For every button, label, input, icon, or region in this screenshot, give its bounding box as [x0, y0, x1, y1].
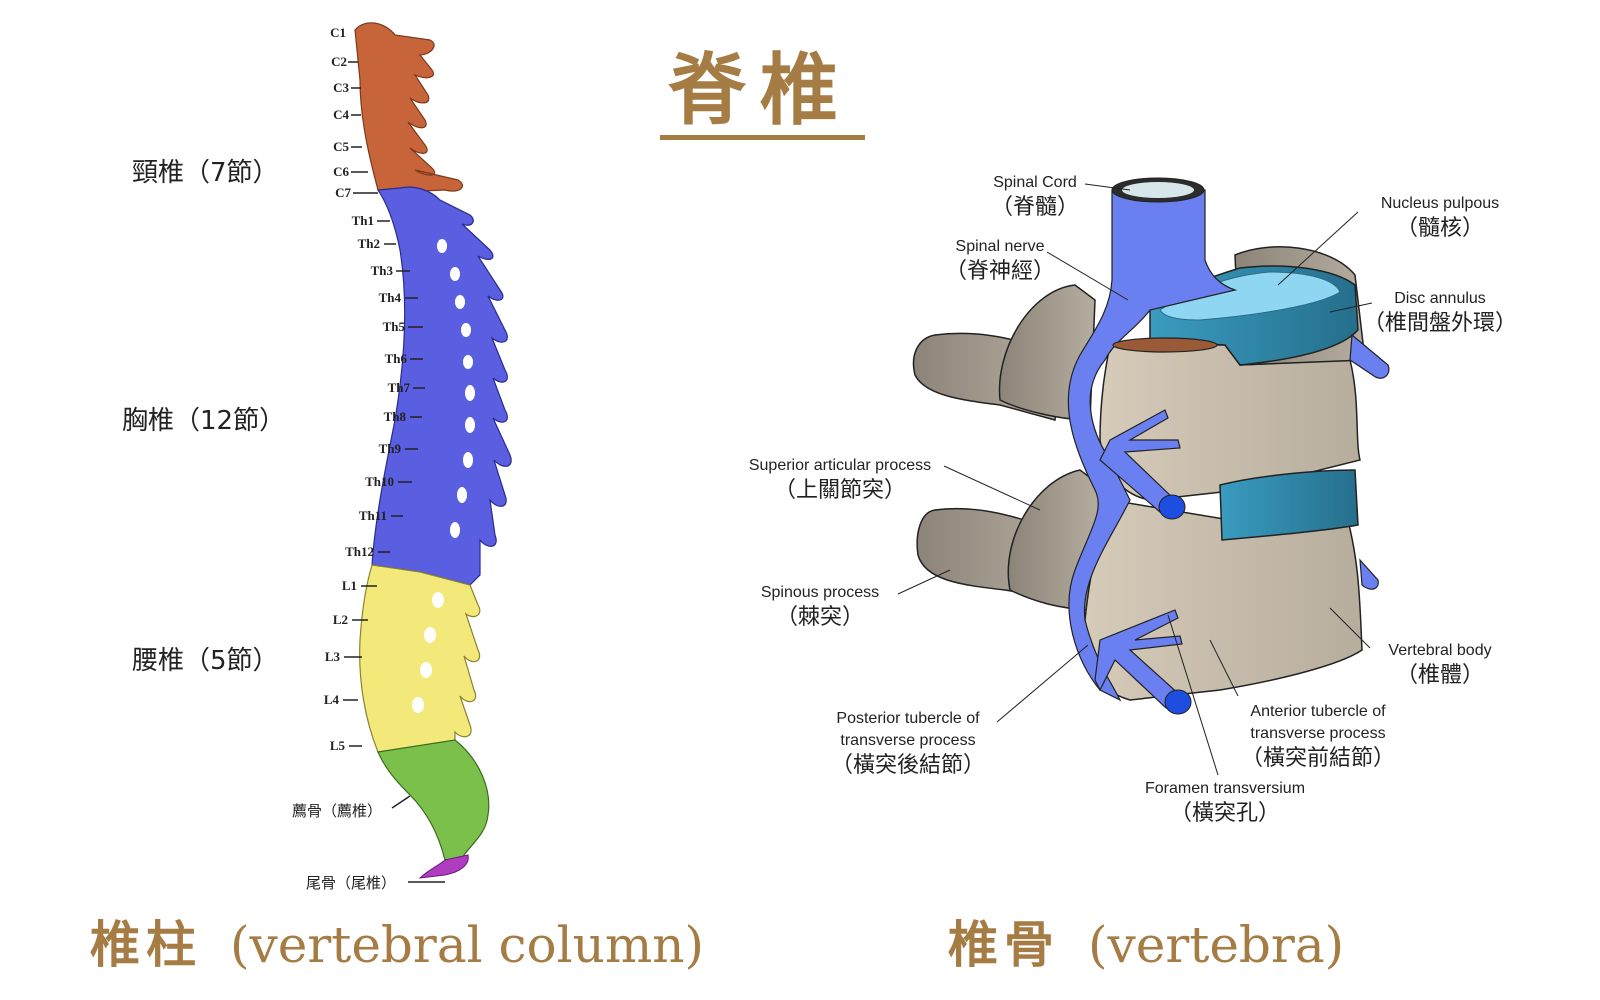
annotation-en2: transverse process [1250, 725, 1386, 742]
intervertebral-foramina [412, 239, 475, 713]
vertebra-label: C6 [333, 164, 349, 179]
annotation-spinal-nerve: Spinal nerve （脊神經） [935, 236, 1065, 286]
foramen-transversarium-lower [1164, 689, 1192, 715]
annotation-en: Vertebral body [1388, 642, 1492, 659]
annotation-zh: （棘突） [775, 605, 864, 630]
vertebra-label: C4 [333, 107, 349, 122]
vertebra-label: Th4 [378, 290, 401, 305]
vertebra-label: Th10 [365, 474, 394, 489]
annotation-en2: transverse process [840, 732, 976, 749]
caption-vertebra: 椎骨 (vertebra) [948, 905, 1344, 977]
annotation-en: Spinal Cord [993, 174, 1077, 191]
caption-vertebra-cjk: 椎骨 [948, 915, 1060, 974]
coccyx-label: 尾骨（尾椎） [306, 874, 397, 892]
foramen-transversarium-upper [1158, 494, 1186, 520]
annotation-posterior-tubercle: Posterior tubercle of transverse process… [818, 708, 998, 780]
vertebra-label: Th7 [387, 380, 410, 395]
annotation-leader-lines [897, 183, 1373, 776]
annotation-zh: （上關節突） [773, 478, 906, 503]
title-underline [660, 135, 865, 140]
lower-disc-annulus [1219, 469, 1359, 541]
region-label-lumbar: 腰椎（5節） [132, 646, 279, 676]
vertebra-label: L5 [329, 738, 345, 753]
annotation-zh: （橫突前結節） [1240, 746, 1395, 771]
annotation-spinal-cord: Spinal Cord （脊髓） [975, 172, 1095, 222]
vertebra-label: Th9 [378, 441, 401, 456]
annotation-zh: （椎間盤外環） [1362, 311, 1517, 336]
vertebra-label: Th6 [384, 351, 407, 366]
region-label-thoracic: 胸椎（12節） [122, 406, 286, 436]
vertebral-body-cut-surface [1112, 337, 1218, 353]
vertebra-label: C3 [333, 80, 349, 95]
nucleus-pulposus [1159, 271, 1341, 321]
vertebra-label: Th3 [370, 263, 393, 278]
page-title: 脊椎 [668, 45, 853, 136]
annotation-en: Spinous process [760, 584, 880, 601]
caption-vertebra-en: (vertebra) [1088, 916, 1345, 974]
annotation-zh: （椎體） [1395, 663, 1484, 688]
vertebral-body [1083, 499, 1363, 701]
annotation-en: Foramen transversium [1144, 780, 1306, 797]
annotation-vertebral-body: Vertebral body （椎體） [1365, 640, 1515, 690]
annotation-zh: （脊髓） [990, 195, 1079, 220]
caption-vertebral-column-en: (vertebral column) [230, 916, 704, 974]
vertebra-label: Th12 [345, 544, 374, 559]
annotation-zh: （髓核） [1395, 216, 1484, 241]
vertebra-label: C1 [330, 25, 346, 40]
thoracic-segment [371, 186, 512, 586]
anterior-nerve-upper [1349, 333, 1390, 379]
vertebra-label: Th5 [382, 319, 405, 334]
vertebra-label: C5 [333, 139, 349, 154]
vertebra-label: L1 [341, 578, 357, 593]
anterior-nerve-lower [1359, 558, 1379, 590]
vertebra-label: L4 [323, 692, 339, 707]
annotation-anterior-tubercle: Anterior tubercle of transverse process … [1228, 701, 1408, 773]
annotation-en: Anterior tubercle of [1250, 703, 1386, 720]
annotation-spinous-process: Spinous process （棘突） [750, 582, 890, 632]
region-label-cervical: 頸椎（7節） [132, 158, 279, 188]
lumbar-segment [359, 564, 481, 753]
annotation-en: Disc annulus [1394, 290, 1486, 307]
cervical-segment [354, 22, 463, 193]
vertebra-label: Th8 [383, 409, 406, 424]
annotation-nucleus-pulpous: Nucleus pulpous （髓核） [1350, 193, 1530, 243]
vertebra-label: L2 [332, 612, 348, 627]
annotation-en: Superior articular process [748, 457, 932, 474]
caption-vertebral-column: 椎柱 (vertebral column) [90, 905, 704, 977]
vertebra-label: Th1 [351, 213, 374, 228]
annotation-en: Spinal nerve [955, 238, 1045, 255]
vertebra-label-ticks [343, 61, 445, 883]
caption-vertebral-column-cjk: 椎柱 [90, 915, 202, 974]
coccyx-segment [418, 854, 469, 879]
vertebra-label: L3 [324, 649, 340, 664]
annotation-superior-articular-process: Superior articular process （上關節突） [735, 455, 945, 505]
annotation-en: Nucleus pulpous [1380, 195, 1500, 212]
vertebra-label: Th11 [358, 508, 387, 523]
vertebra-label: C2 [331, 54, 347, 69]
annotation-en: Posterior tubercle of [836, 710, 980, 727]
upper-vertebral-body [1099, 344, 1361, 501]
sacrum-label: 薦骨（薦椎） [292, 802, 383, 820]
annotation-zh: （脊神經） [944, 259, 1055, 284]
annotation-foramen-transversium: Foramen transversium （橫突孔） [1125, 778, 1325, 828]
vertebra-label: Th2 [357, 236, 380, 251]
annotation-zh: （橫突後結節） [830, 753, 985, 778]
annotation-disc-annulus: Disc annulus （椎間盤外環） [1355, 288, 1525, 338]
vertebra-label: C7 [335, 185, 351, 200]
annotation-zh: （橫突孔） [1169, 801, 1280, 826]
